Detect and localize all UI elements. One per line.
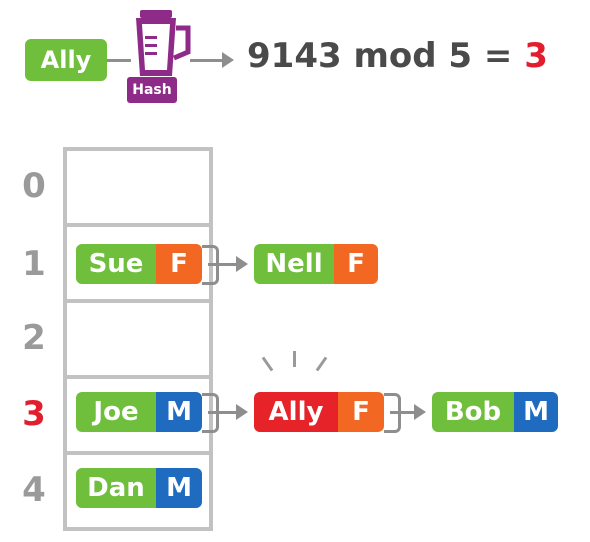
hash-arrow-head bbox=[222, 52, 234, 68]
record-name: Joe bbox=[76, 392, 156, 432]
record-name: Dan bbox=[76, 468, 156, 508]
link-line bbox=[390, 411, 416, 414]
record-gender: M bbox=[156, 468, 202, 508]
hash-to-result-line bbox=[190, 59, 224, 62]
equation-text: 9143 mod 5 = bbox=[247, 36, 525, 76]
record-joe: Joe M bbox=[76, 392, 202, 432]
highlight-tick bbox=[315, 356, 328, 372]
index-0: 0 bbox=[22, 166, 46, 206]
link-arrow-head bbox=[236, 404, 248, 420]
key-to-hash-line bbox=[107, 59, 131, 62]
highlight-tick bbox=[293, 351, 296, 367]
record-name: Ally bbox=[254, 392, 338, 432]
hash-label: Hash bbox=[127, 77, 177, 103]
record-dan: Dan M bbox=[76, 468, 202, 508]
index-4: 4 bbox=[22, 470, 46, 510]
record-nell: Nell F bbox=[254, 244, 378, 284]
link-line bbox=[208, 263, 238, 266]
record-gender: M bbox=[514, 392, 558, 432]
record-name: Sue bbox=[76, 244, 156, 284]
record-gender: F bbox=[338, 392, 384, 432]
hash-equation: 9143 mod 5 = 3 bbox=[247, 36, 548, 76]
key-ally: Ally bbox=[25, 39, 107, 81]
record-sue: Sue F bbox=[76, 244, 202, 284]
record-gender: F bbox=[334, 244, 378, 284]
record-gender: M bbox=[156, 392, 202, 432]
record-name: Bob bbox=[432, 392, 514, 432]
record-bob: Bob M bbox=[432, 392, 558, 432]
record-gender: F bbox=[156, 244, 202, 284]
index-3: 3 bbox=[22, 394, 46, 434]
index-2: 2 bbox=[22, 318, 46, 358]
slot-2 bbox=[63, 299, 213, 379]
equation-result: 3 bbox=[524, 36, 548, 76]
link-line bbox=[208, 411, 238, 414]
record-name: Nell bbox=[254, 244, 334, 284]
link-arrow-head bbox=[236, 256, 248, 272]
record-ally-new: Ally F bbox=[254, 392, 384, 432]
link-arrow-head bbox=[414, 404, 426, 420]
blender-icon bbox=[136, 10, 191, 76]
index-1: 1 bbox=[22, 244, 46, 284]
slot-0 bbox=[63, 147, 213, 227]
highlight-tick bbox=[261, 356, 274, 372]
